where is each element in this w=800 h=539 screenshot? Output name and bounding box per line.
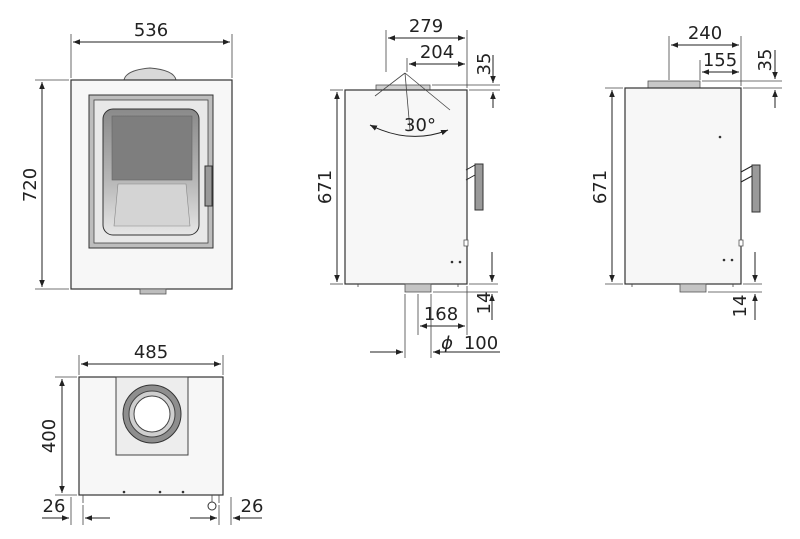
- front-view: 536 720: [20, 20, 233, 295]
- side-view-right: 240 155 35 671 14: [590, 23, 782, 320]
- right-collar-label: 35: [755, 49, 776, 72]
- bottom-outlet-front: [139, 288, 167, 295]
- top-right-margin-label: 26: [241, 496, 264, 517]
- side-flue-offset-label: 204: [420, 42, 454, 63]
- right-height-label: 671: [590, 170, 611, 204]
- top-view: 485 400 26 26: [39, 342, 263, 525]
- front-width-label: 536: [134, 20, 168, 41]
- top-depth-label: 400: [39, 419, 60, 453]
- right-bottom-clear-label: 14: [730, 295, 751, 318]
- stove-body-side: [344, 89, 468, 285]
- angle-arc: [369, 124, 449, 137]
- side-view-left: 30° 279 204 35 671 14 168: [315, 16, 500, 358]
- side-depth-label: 279: [409, 16, 443, 37]
- side-height-label: 671: [315, 170, 336, 204]
- right-depth-label: 240: [688, 23, 722, 44]
- adjuster-knob: [207, 501, 217, 511]
- flue-opening: [133, 395, 171, 433]
- side-door-handle: [474, 163, 484, 211]
- side-bottom-clear-label: 14: [474, 292, 495, 315]
- front-height-label: 720: [20, 168, 41, 202]
- right-door-handle: [751, 164, 761, 213]
- top-left-margin-label: 26: [43, 496, 66, 517]
- side-bottom-outlet: [404, 283, 432, 293]
- door-handle: [204, 165, 213, 207]
- side-diameter-label: 100: [464, 333, 498, 354]
- diameter-symbol: ϕ: [441, 333, 453, 354]
- top-width-label: 485: [134, 342, 168, 363]
- angle-label: 30°: [404, 115, 436, 136]
- flue-collar-top: [123, 67, 177, 81]
- stove-body-right: [624, 87, 742, 285]
- right-flue-offset-label: 155: [703, 50, 737, 71]
- side-outlet-label: 168: [424, 304, 458, 325]
- side-collar-label: 35: [474, 53, 495, 76]
- right-bottom-outlet: [679, 283, 707, 293]
